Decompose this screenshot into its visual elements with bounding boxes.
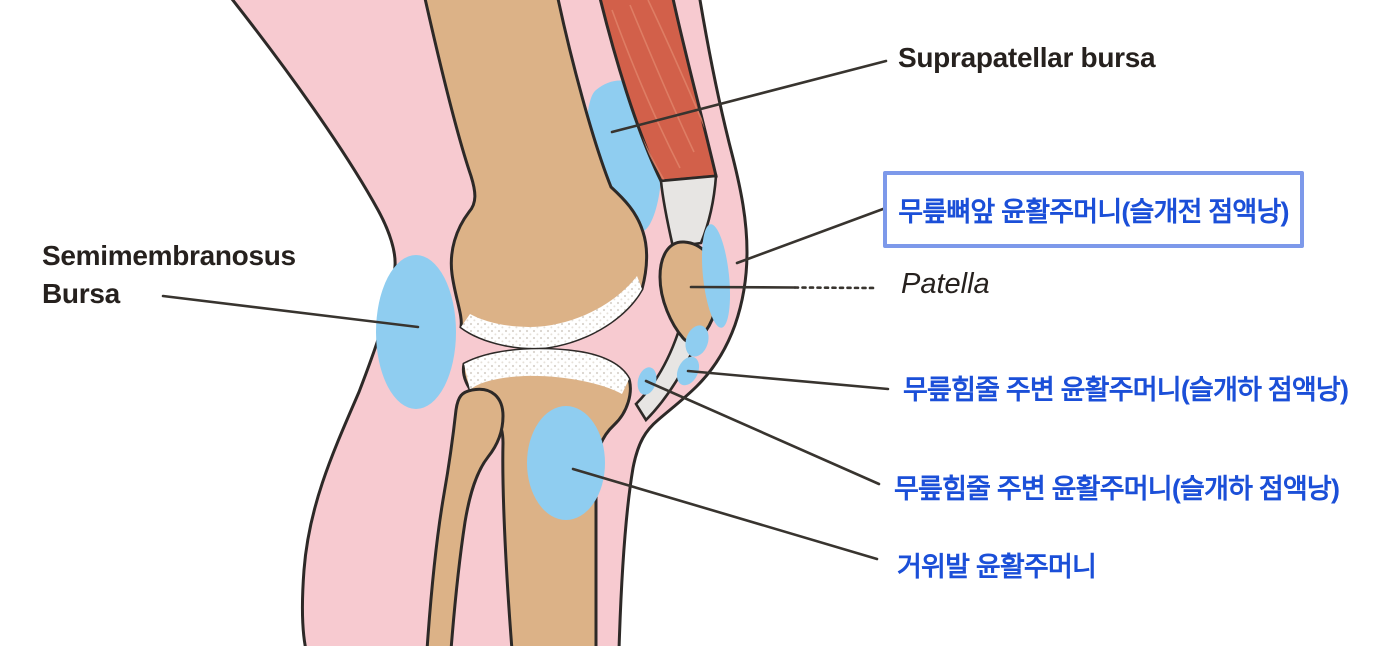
leader-suprapatellar [610,59,888,134]
fibula-bone [425,387,505,646]
femur-bone [423,0,649,350]
leader-patella-solid [689,285,797,289]
tibia-cartilage [464,349,629,394]
leader-superficial-infrapatellar [686,369,890,391]
prepatellar-bursa-shape [701,224,731,328]
label-pes-anserine-bursa: 거위발 윤활주머니 [897,552,1097,582]
label-semimembranosus-line1: Semimembranosus [42,240,296,271]
label-suprapatellar-bursa: Suprapatellar bursa [898,42,1156,73]
label-prepatellar-bursa: 무릎뼈앞 윤활주머니(슬개전 점액낭) [898,197,1289,227]
leader-patella-dotted [793,286,879,290]
leader-prepatellar [735,207,885,265]
leader-semimembranosus [161,294,420,329]
pes-anserine-bursa-shape [527,406,605,520]
quadriceps-tendon [659,174,718,249]
semimembranosus-bursa-shape [376,255,456,409]
leader-pes-anserine [571,467,879,561]
leader-deep-infrapatellar [644,379,881,486]
label-infrapatellar-superficial: 무릎힘줄 주변 윤활주머니(슬개하 점액낭) [903,375,1349,405]
femur-cartilage [461,276,642,349]
label-semimembranosus-bursa: Semimembranosus Bursa [42,237,296,313]
label-semimembranosus-line2: Bursa [42,278,120,309]
prepatellar-bursa-lower-lobe [685,325,709,357]
label-patella: Patella [901,268,990,300]
label-prepatellar-bursa-box: 무릎뼈앞 윤활주머니(슬개전 점액낭) [883,171,1304,248]
label-infrapatellar-deep: 무릎힘줄 주변 윤활주머니(슬개하 점액낭) [894,474,1340,504]
